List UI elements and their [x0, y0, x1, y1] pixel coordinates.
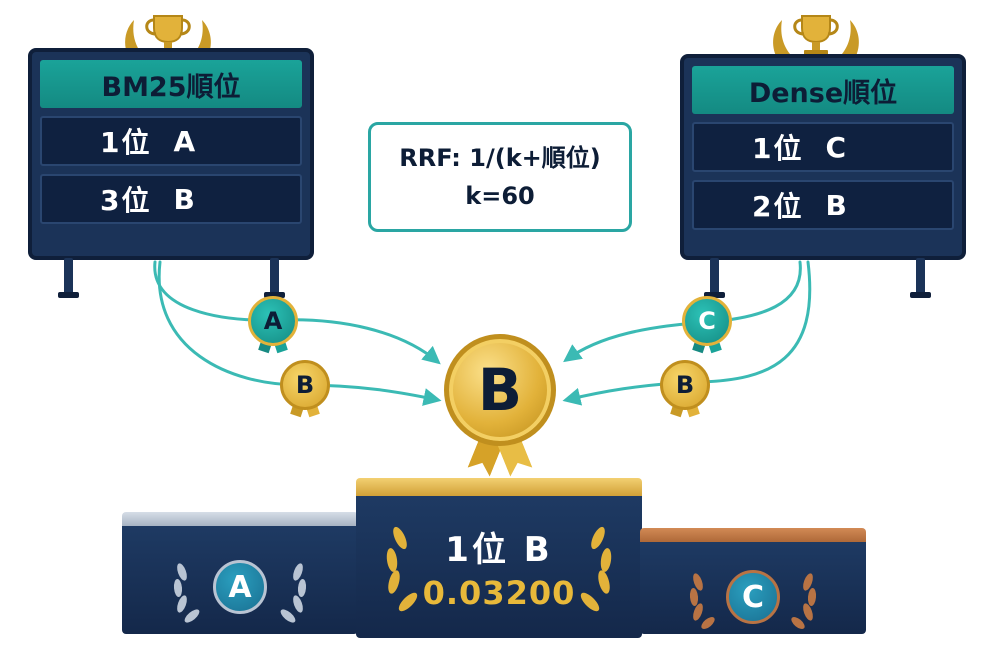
podium-first-score: 0.03200	[422, 574, 576, 612]
laurel-icon-silver	[173, 563, 307, 623]
dense-row-2-item: B	[825, 188, 849, 222]
board-leg	[910, 258, 931, 298]
medal-b-left: B	[280, 360, 330, 424]
dense-row-2-rank: 2位	[752, 190, 804, 223]
dense-row-1-rank: 1位	[752, 132, 804, 165]
trophy-icon-right	[773, 15, 859, 56]
bm25-row-1-item: A	[173, 124, 198, 158]
bm25-rank-board: BM25順位 1位 A 3位 B	[28, 48, 314, 260]
bm25-row-2-rank: 3位	[100, 184, 152, 217]
medal-c-right: C	[682, 296, 732, 360]
medal-b-center: B	[444, 334, 556, 480]
dense-board-title: Dense順位	[692, 66, 954, 114]
board-leg	[264, 258, 285, 298]
podium-third: C	[640, 528, 866, 634]
bm25-board-title: BM25順位	[40, 60, 302, 108]
podium-second: A	[122, 512, 358, 634]
bm25-row-2-item: B	[173, 182, 197, 216]
medal-a-left: A	[248, 296, 298, 360]
laurel-icon-bronze	[689, 573, 817, 629]
dense-row-1-item: C	[825, 130, 849, 164]
medal-a-left-label: A	[248, 296, 298, 346]
dense-row-1: 1位 C	[692, 122, 954, 172]
podium-first: 1位 B 0.03200	[356, 478, 642, 638]
medal-b-right-label: B	[660, 360, 710, 410]
rrf-formula: RRF: 1/(k+順位)	[399, 144, 601, 172]
medal-b-right: B	[660, 360, 710, 424]
medal-c-right-label: C	[682, 296, 732, 346]
medal-b-left-label: B	[280, 360, 330, 410]
bm25-row-1: 1位 A	[40, 116, 302, 166]
laurel-icon-gold	[386, 526, 612, 612]
board-leg	[58, 258, 79, 298]
dense-row-2: 2位 B	[692, 180, 954, 230]
podium-third-label: C	[726, 570, 780, 624]
dense-rank-board: Dense順位 1位 C 2位 B	[680, 54, 966, 260]
rrf-formula-box: RRF: 1/(k+順位) k=60	[368, 122, 632, 232]
bm25-row-2: 3位 B	[40, 174, 302, 224]
rrf-k-value: k=60	[465, 182, 535, 210]
podium-first-rank: 1位 B	[445, 530, 553, 570]
bm25-row-1-rank: 1位	[100, 126, 152, 159]
medal-b-center-label: B	[444, 334, 556, 446]
podium-second-label: A	[213, 560, 267, 614]
board-leg	[704, 258, 725, 298]
